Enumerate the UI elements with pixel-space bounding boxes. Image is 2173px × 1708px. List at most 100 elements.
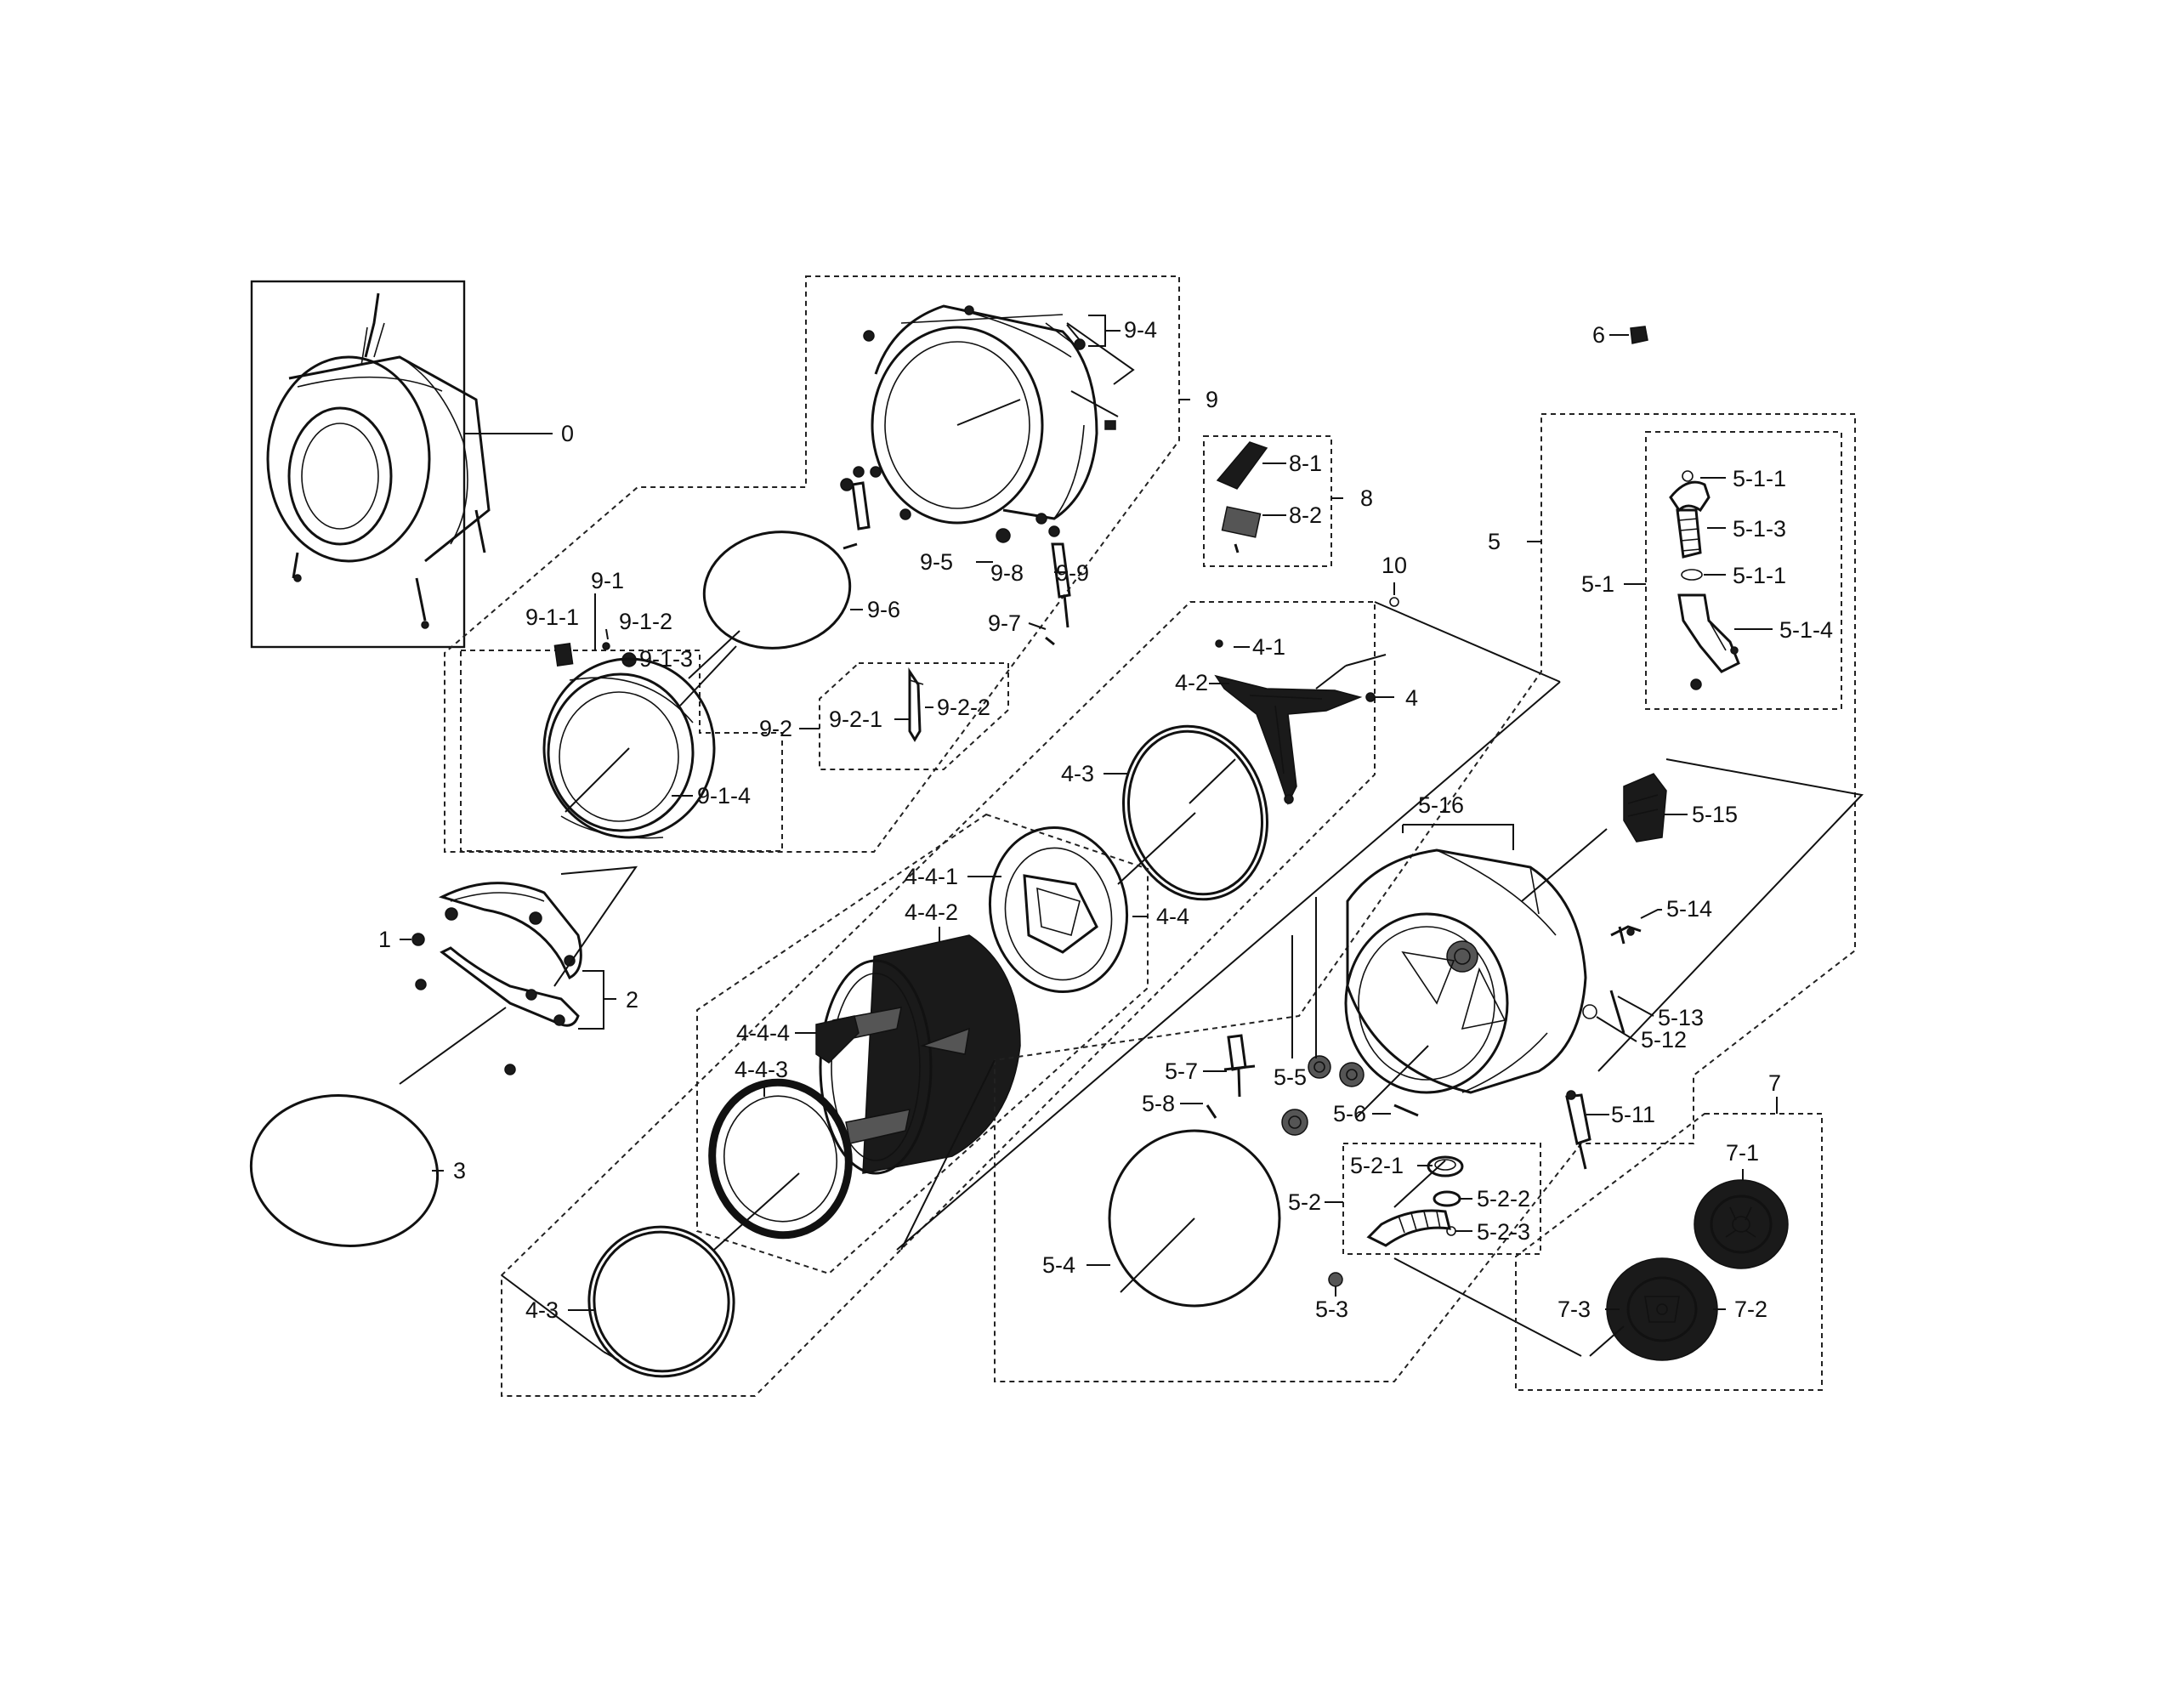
label-5-2: 5-2: [1288, 1189, 1321, 1215]
label-4: 4: [1405, 685, 1418, 711]
label-5-1: 5-1: [1581, 571, 1614, 597]
label-9-2-2: 9-2-2: [937, 695, 990, 720]
group-9-2-box: [799, 662, 1009, 770]
label-10: 10: [1382, 553, 1407, 578]
lifter-4-4-4: [815, 1015, 860, 1064]
ring-4-3-lower: [587, 1225, 735, 1378]
drum-back-4-4-1: [988, 826, 1129, 994]
label-4-4-1: 4-4-1: [905, 864, 958, 889]
label-5-4: 5-4: [1042, 1252, 1075, 1278]
bracket-2-illustration: [438, 882, 582, 1027]
assembly-0-box: [250, 280, 553, 649]
label-5-6: 5-6: [1333, 1101, 1366, 1126]
part-5-6: [1393, 1104, 1419, 1117]
group-4-4-box: [696, 813, 1149, 1275]
part-5-7-illustration: [1223, 1034, 1256, 1098]
group-8-box: [1203, 435, 1343, 567]
label-4-4-3: 4-4-3: [735, 1057, 788, 1082]
label-4-3a: 4-3: [1061, 761, 1094, 786]
rotor-7-1-illustration: [1694, 1179, 1789, 1269]
label-9-1: 9-1: [591, 568, 624, 593]
label-4-3b: 4-3: [525, 1297, 559, 1323]
label-5-2-1: 5-2-1: [1350, 1153, 1404, 1178]
label-7-1: 7-1: [1726, 1140, 1759, 1166]
label-8-1: 8-1: [1289, 451, 1322, 476]
part-5-12: [1582, 1004, 1597, 1019]
label-5-11: 5-11: [1611, 1102, 1655, 1127]
label-5-1-3: 5-1-3: [1733, 516, 1786, 542]
label-5-14: 5-14: [1666, 896, 1712, 922]
drain-5-2-illustration: [1366, 1155, 1464, 1247]
drum-4-4-2-illustration: [819, 934, 1021, 1175]
label-1: 1: [378, 927, 391, 952]
label-7: 7: [1768, 1070, 1781, 1096]
label-2: 2: [626, 987, 638, 1013]
part-5-14-illustration: [1610, 925, 1642, 945]
tub-fasteners: [840, 466, 1071, 646]
label-4-1: 4-1: [1252, 634, 1285, 660]
label-9-9: 9-9: [1056, 560, 1089, 586]
label-9: 9: [1206, 387, 1218, 412]
group-5-1-box: [1624, 431, 1842, 710]
label-7-2: 7-2: [1734, 1297, 1767, 1322]
rear-tub-5-16-illustration: [1344, 848, 1587, 1094]
label-0: 0: [561, 421, 574, 446]
gasket-5-4: [1108, 1129, 1281, 1308]
group-5-2-box: [1325, 1143, 1541, 1255]
label-5: 5: [1488, 529, 1501, 554]
stator-7-2-illustration: [1606, 1257, 1718, 1361]
label-7-3: 7-3: [1557, 1297, 1591, 1322]
sensor-9-2-illustration: [908, 667, 924, 742]
group-5-box: [994, 413, 1856, 1382]
part-6: [1630, 326, 1648, 344]
label-9-8: 9-8: [990, 560, 1024, 586]
group-9-1-box: [460, 593, 783, 852]
label-5-12: 5-12: [1641, 1027, 1687, 1053]
label-5-1-1b: 5-1-1: [1733, 563, 1786, 588]
group-7-box: [1515, 1097, 1823, 1391]
label-9-1-4: 9-1-4: [697, 783, 751, 809]
label-5-3: 5-3: [1315, 1297, 1348, 1322]
label-5-2-3: 5-2-3: [1477, 1219, 1530, 1245]
door-ring-illustration: [542, 642, 716, 839]
label-8-2: 8-2: [1289, 502, 1322, 528]
label-5-7: 5-7: [1165, 1058, 1198, 1084]
part-5-11-illustration: [1565, 1090, 1591, 1170]
part-5-13: [1609, 990, 1625, 1034]
tub-assembly-illustration: [266, 292, 491, 629]
front-tub-illustration: [863, 304, 1135, 525]
part-5-15-illustration: [1623, 773, 1667, 843]
label-5-1-1a: 5-1-1: [1733, 466, 1786, 491]
label-9-5: 9-5: [920, 549, 953, 575]
label-5-2-2: 5-2-2: [1477, 1186, 1530, 1211]
label-4-4-4: 4-4-4: [736, 1020, 790, 1046]
gasket-9-6: [702, 531, 852, 650]
spider-4-2-illustration: [1214, 639, 1376, 805]
label-9-7: 9-7: [988, 610, 1021, 636]
label-3: 3: [453, 1158, 466, 1183]
group-9-box: [444, 275, 1190, 853]
hose-5-1-illustration: [1669, 470, 1740, 690]
label-4-2: 4-2: [1175, 670, 1208, 695]
ring-4-4-3: [708, 1078, 853, 1240]
label-9-4: 9-4: [1124, 317, 1157, 343]
label-4-4-2: 4-4-2: [905, 899, 958, 925]
part-5-3: [1328, 1272, 1343, 1287]
label-9-6: 9-6: [867, 597, 900, 622]
label-4-4: 4-4: [1156, 904, 1189, 929]
label-8: 8: [1360, 485, 1373, 511]
label-9-1-2: 9-1-2: [619, 609, 672, 634]
heater-8-illustration: [1216, 441, 1268, 553]
label-9-1-1: 9-1-1: [525, 604, 579, 630]
label-6: 6: [1592, 322, 1605, 348]
bearings-5-5: [1281, 1055, 1365, 1136]
label-9-2: 9-2: [759, 716, 792, 741]
label-5-15: 5-15: [1692, 802, 1738, 827]
label-5-16: 5-16: [1418, 792, 1464, 818]
label-9-2-1: 9-2-1: [829, 706, 882, 732]
label-5-8: 5-8: [1142, 1091, 1175, 1116]
label-5-13: 5-13: [1658, 1005, 1704, 1030]
label-5-5: 5-5: [1274, 1064, 1307, 1090]
